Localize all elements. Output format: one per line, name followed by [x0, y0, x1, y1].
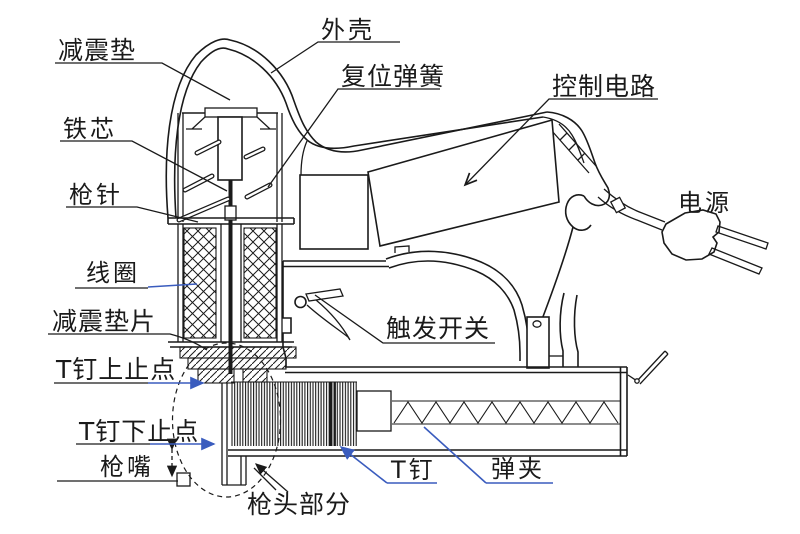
grip-tab	[394, 245, 410, 253]
gun-head-highlight-ellipse	[171, 342, 282, 498]
trigger-blade	[306, 299, 351, 341]
gun-body-outline	[165, 38, 666, 367]
t-nail-strip	[231, 381, 392, 446]
rear-support	[559, 292, 579, 367]
plug-prong-bottom	[708, 247, 763, 275]
iron-core-leader	[60, 140, 228, 192]
plug-prong-top	[715, 225, 769, 250]
label-outer-shell: 外壳	[321, 16, 375, 44]
housing-box-link	[300, 140, 308, 176]
iron-core-plunger	[217, 116, 243, 181]
gun-nozzle-tube	[176, 383, 247, 487]
t-nail-arrow	[339, 446, 388, 484]
body-front-edge	[282, 260, 389, 367]
rear-ladder	[551, 123, 597, 174]
trigger-bracket	[526, 316, 563, 369]
rear-bracket-inner	[542, 116, 585, 164]
plunger-cap	[204, 107, 258, 118]
gun-head-leader-2	[253, 467, 277, 491]
control-circuit-board	[367, 118, 560, 247]
trigger-bar	[305, 288, 344, 302]
shock-washer-leader	[48, 333, 208, 351]
solenoid-chamber	[176, 107, 283, 374]
trigger	[294, 288, 351, 341]
cord-connector	[609, 196, 627, 214]
nozzle-block-left	[197, 368, 235, 384]
control-circuit-leader	[463, 98, 658, 187]
label-iron-core: 铁芯	[63, 115, 117, 143]
rear-bracket	[546, 111, 611, 207]
magazine-spring-zigzag	[393, 401, 619, 424]
rear-curl	[564, 194, 592, 231]
label-shock-washer: 减震垫片	[52, 307, 156, 336]
magazine-leader	[423, 426, 487, 484]
gun-head-leader	[255, 463, 289, 493]
coil-winding-right	[243, 227, 277, 339]
magazine-assembly	[228, 350, 669, 457]
outer-shell-leader	[270, 41, 400, 74]
coil-leader	[147, 283, 198, 288]
label-power-supply: 电源	[678, 189, 732, 217]
firing-pin-rod	[228, 180, 233, 374]
black-leaders	[48, 41, 658, 493]
solenoid-housing-box	[299, 174, 369, 250]
label-control-circuit: 控制电路	[552, 72, 656, 101]
pin-collar	[224, 205, 237, 221]
label-return-spring: 复位弹簧	[341, 62, 445, 91]
labels: 减震垫 外壳 复位弹簧 控制电路 铁芯 枪针 电源 线圈 减震垫片 T钉上止点 …	[52, 16, 732, 519]
label-t-nail-upper-stop: T钉上止点	[55, 355, 176, 384]
shock-washer-stack	[179, 346, 297, 384]
label-t-nail-lower-stop: T钉下止点	[78, 417, 199, 446]
power-plug	[661, 209, 769, 275]
shock-pad-leader	[55, 62, 231, 101]
gun-pin-leader	[66, 206, 199, 223]
handle-grip	[385, 245, 530, 361]
return-spring-rods	[176, 139, 273, 223]
plug-body	[661, 209, 721, 261]
label-magazine: 弹夹	[491, 455, 545, 483]
coil-top-plate	[167, 217, 295, 225]
coil-winding-left	[183, 227, 217, 339]
nozzle-block-right	[242, 368, 268, 383]
label-coil: 线圈	[86, 259, 140, 287]
trigger-pivot	[294, 295, 307, 309]
label-shock-pad: 减震垫	[58, 36, 136, 65]
trigger-switch-leader	[314, 294, 495, 344]
nail-pusher	[356, 390, 392, 432]
label-gun-pin: 枪针	[69, 181, 123, 209]
blue-leaders	[75, 283, 553, 484]
label-gun-nozzle: 枪嘴	[100, 453, 154, 481]
label-t-nail: T钉	[390, 456, 436, 484]
nozzle-foot	[176, 472, 191, 487]
power-cord	[597, 188, 666, 231]
label-trigger-switch: 触发开关	[386, 314, 490, 343]
shell-outer-wall	[165, 38, 548, 219]
label-gun-head-section: 枪头部分	[247, 490, 351, 519]
shell-inner-wall	[173, 47, 544, 219]
bracket-hole	[532, 320, 542, 328]
return-spring-leader	[267, 88, 440, 188]
magazine-latch-lever	[627, 350, 669, 385]
